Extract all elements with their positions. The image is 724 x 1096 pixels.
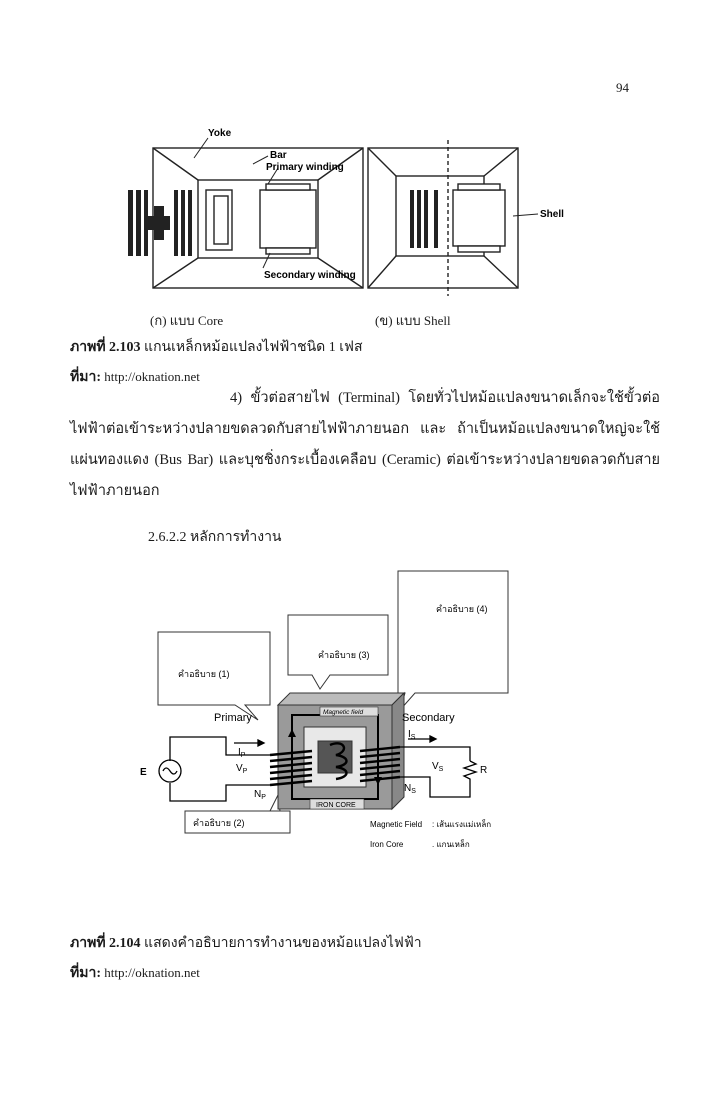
figure-2-103-title: ภาพที่ 2.103 แกนเหล็กหม้อแปลงไฟฟ้าชนิด 1… — [70, 340, 363, 355]
np-label: N — [254, 789, 261, 800]
callout-box-1 — [157, 631, 271, 721]
vp-label: V — [236, 763, 243, 774]
svg-text:IS: IS — [408, 729, 416, 741]
figure-2-103-source: ที่มา: http://oknation.net — [70, 369, 200, 385]
transformer-operation-diagram: คำอธิบาย (1) คำอธิบาย (3) คำอธิบาย (4) ค… — [140, 570, 509, 849]
svg-text:VS: VS — [432, 761, 444, 773]
primary-winding-label: Primary winding — [266, 162, 344, 173]
source-e-label: E — [140, 767, 147, 778]
bar-label: Bar — [270, 150, 287, 161]
is-label: I — [408, 729, 411, 740]
iron-core — [276, 691, 406, 811]
caption-shell-type: (ข) แบบ Shell — [375, 313, 451, 328]
legend-magnetic-field-value: : เส้นแรงแม่เหล็ก — [432, 819, 491, 829]
page-number: 94 — [616, 80, 629, 95]
caption-core-type: (ก) แบบ Core — [150, 313, 224, 328]
figure-2-104-title: ภาพที่ 2.104 แสดงคำอธิบายการทำงานของหม้อ… — [70, 936, 422, 951]
shell-label: Shell — [540, 209, 564, 220]
subheading-working-principle: 2.6.2.2 หลักการทำงาน — [148, 530, 282, 545]
ip-label: I — [238, 747, 241, 758]
magnetic-field-label: Magnetic field — [323, 709, 363, 716]
transformer-core-diagram: Yoke Bar Primary winding Secondary windi… — [128, 128, 564, 296]
callout-2-text: คำอธิบาย (2) — [193, 818, 245, 828]
secondary-label: Secondary — [402, 712, 455, 724]
callout-3-text: คำอธิบาย (3) — [318, 650, 370, 660]
ns-label: N — [404, 783, 411, 794]
svg-text:VP: VP — [236, 763, 248, 775]
callout-1-text: คำอธิบาย (1) — [178, 669, 230, 679]
secondary-winding-label: Secondary winding — [264, 270, 356, 281]
svg-text:NS: NS — [404, 783, 416, 795]
callout-4-text: คำอธิบาย (4) — [436, 604, 488, 614]
terminal-paragraph: 4) ขั้วต่อสายไฟ (Terminal) โดยทั่วไปหม้อ… — [70, 390, 660, 499]
legend-magnetic-field-key: Magnetic Field — [370, 820, 422, 829]
legend-iron-core-key: Iron Core — [370, 840, 404, 849]
yoke-label: Yoke — [208, 128, 232, 139]
figure-2-104-source: ที่มา: http://oknation.net — [70, 965, 200, 981]
callout-box-4 — [397, 570, 509, 711]
primary-label: Primary — [214, 712, 252, 724]
svg-text:NP: NP — [254, 789, 266, 801]
legend-iron-core-value: . แกนเหล็ก — [432, 839, 470, 849]
svg-text:IP: IP — [238, 747, 246, 759]
vs-label: V — [432, 761, 439, 772]
iron-core-label: IRON CORE — [316, 802, 356, 809]
callout-box-3 — [287, 614, 389, 690]
resistor-r-label: R — [480, 765, 487, 776]
